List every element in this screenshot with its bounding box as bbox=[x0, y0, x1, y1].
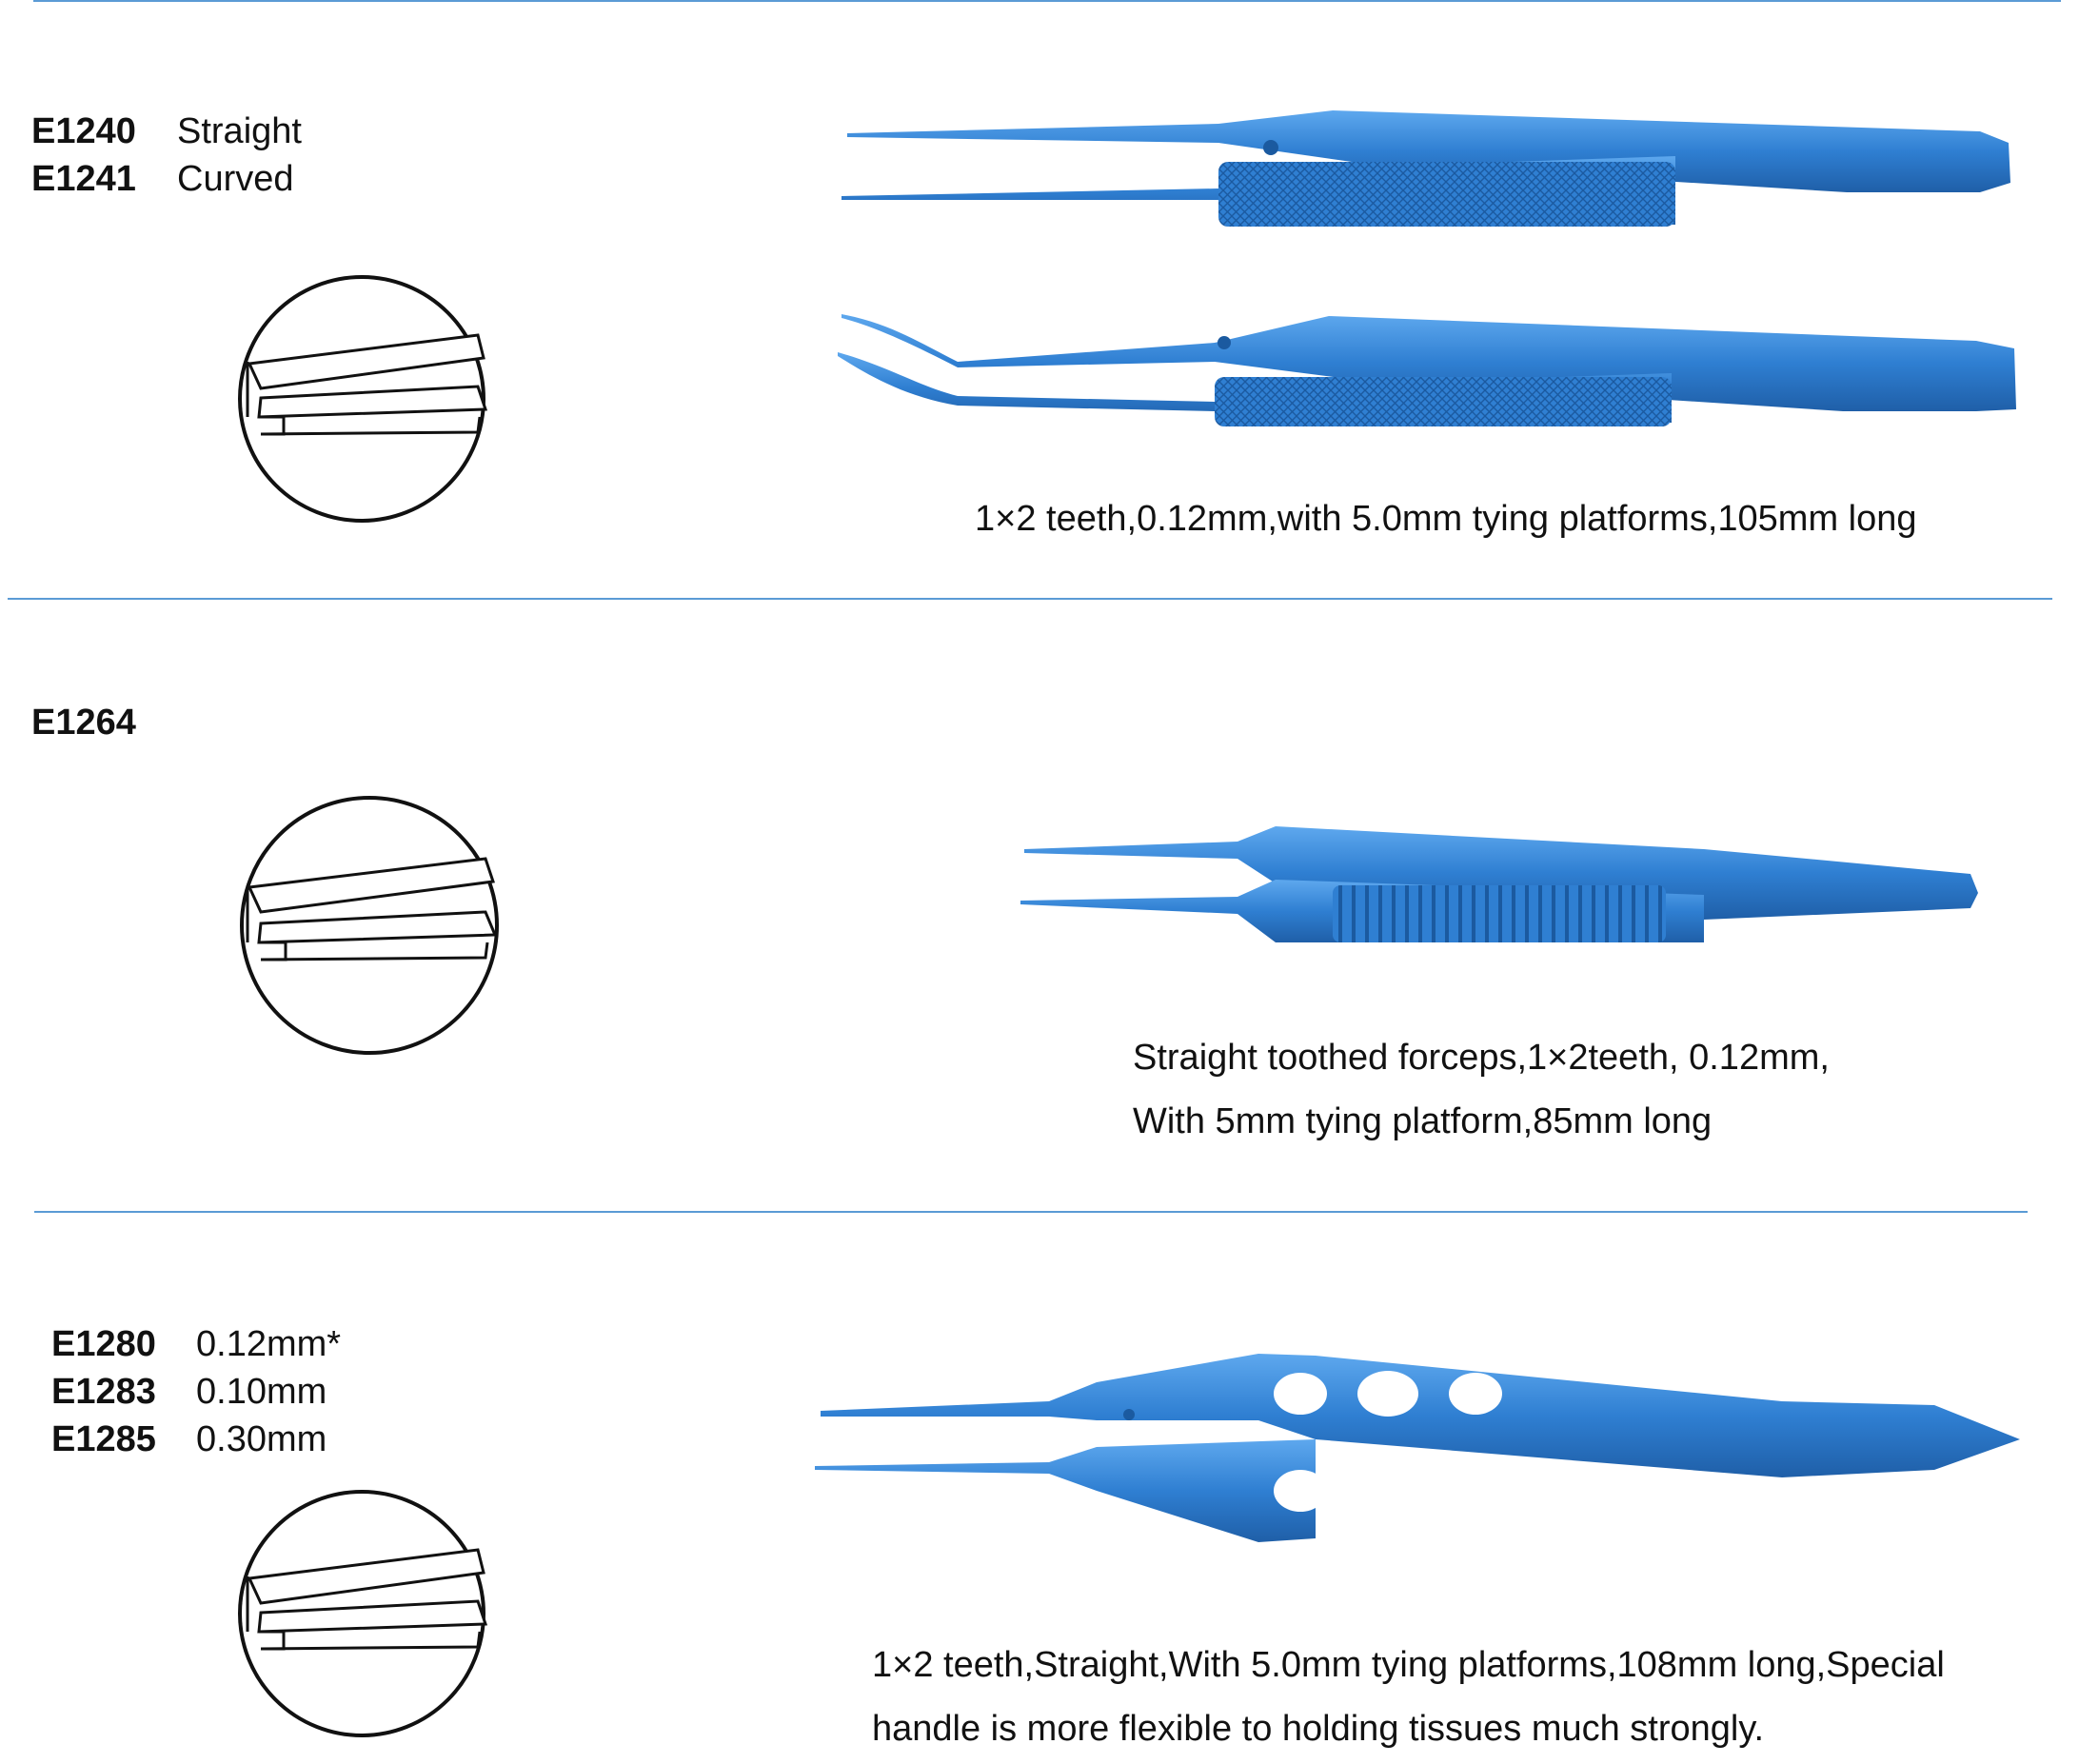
product-label: 0.12mm* bbox=[196, 1324, 342, 1364]
product-code: E1240 bbox=[31, 111, 136, 151]
product-code: E1264 bbox=[31, 703, 136, 743]
description-line: Straight toothed forceps,1×2teeth, 0.12m… bbox=[1133, 1038, 1830, 1078]
section-divider-top bbox=[33, 0, 2061, 2]
description-line: 1×2 teeth,Straight,With 5.0mm tying plat… bbox=[872, 1645, 1945, 1685]
tip-detail-illustration bbox=[240, 796, 499, 1055]
product-description: Straight toothed forceps,1×2teeth, 0.12m… bbox=[1133, 1026, 1830, 1153]
product-description: 1×2 teeth,0.12mm,with 5.0mm tying platfo… bbox=[975, 487, 1917, 551]
product-label: 0.30mm bbox=[196, 1419, 327, 1459]
product-code: E1283 bbox=[51, 1372, 156, 1412]
section-divider bbox=[34, 1211, 2028, 1213]
product-code: E1285 bbox=[51, 1419, 156, 1459]
ribbed-forceps-image bbox=[1020, 826, 1978, 942]
holed-handle-forceps-image bbox=[815, 1354, 2020, 1542]
product-label: Straight bbox=[177, 111, 302, 151]
curved-forceps-image bbox=[838, 314, 2016, 426]
description-line: handle is more flexible to holding tissu… bbox=[872, 1708, 1765, 1749]
product-description: 1×2 teeth,Straight,With 5.0mm tying plat… bbox=[872, 1634, 1945, 1760]
tip-detail-illustration bbox=[238, 275, 488, 523]
product-code: E1241 bbox=[31, 159, 136, 199]
product-code: E1280 bbox=[51, 1324, 156, 1364]
section-divider bbox=[8, 598, 2052, 600]
description-line: With 5mm tying platform,85mm long bbox=[1133, 1100, 1713, 1141]
tip-detail-illustration bbox=[238, 1490, 488, 1737]
product-label: Curved bbox=[177, 159, 294, 199]
product-label: 0.10mm bbox=[196, 1372, 327, 1412]
description-line: 1×2 teeth,0.12mm,with 5.0mm tying platfo… bbox=[975, 499, 1917, 539]
straight-forceps-image bbox=[842, 110, 2010, 227]
